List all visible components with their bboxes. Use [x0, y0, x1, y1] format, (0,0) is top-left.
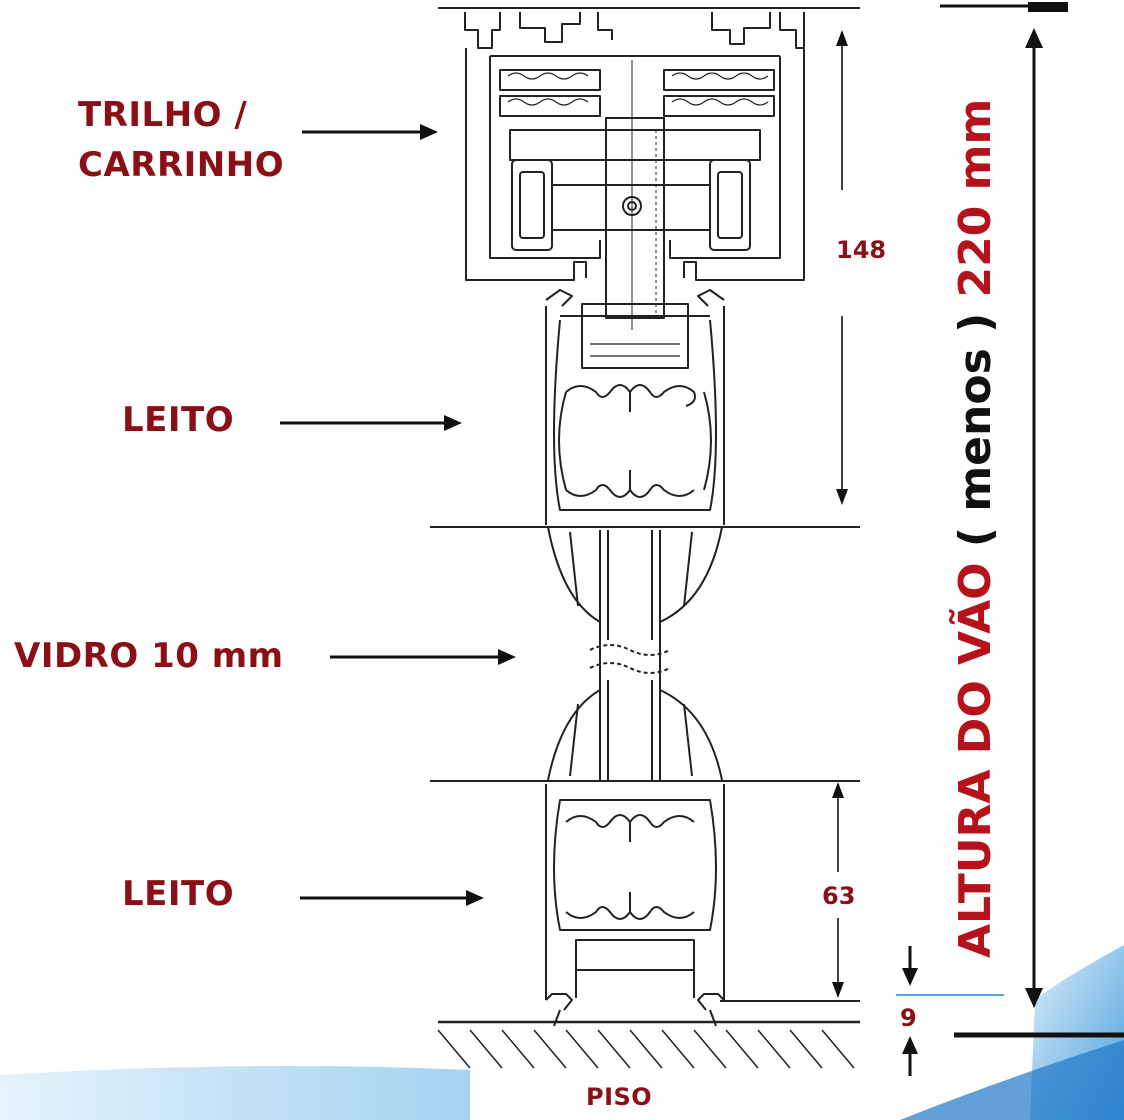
dimension-label-63: 63 — [822, 882, 856, 910]
dimension-label-9: 9 — [900, 1004, 917, 1032]
glass-panel — [430, 526, 860, 782]
arrowhead-vidro — [498, 649, 516, 665]
label-piso: PISO — [586, 1083, 653, 1111]
upper-rail-profile — [438, 7, 860, 281]
arrowhead-leito-top — [444, 415, 462, 431]
vertical-title-value: 220 mm — [950, 98, 1001, 298]
label-leito-top: LEITO — [122, 400, 235, 440]
label-trilho-line2: CARRINHO — [78, 145, 285, 185]
label-leito-bottom: LEITO — [122, 874, 235, 914]
floor-hatch — [437, 1020, 860, 1069]
vertical-title: ALTURA DO VÃO ( menos ) 220 mm — [950, 99, 1001, 958]
arrowhead-leito-bottom — [466, 890, 484, 906]
carriage — [499, 60, 775, 330]
label-trilho-line1: TRILHO / — [78, 95, 248, 135]
upper-bed-profile — [430, 289, 860, 528]
dimension-label-148: 148 — [836, 236, 887, 264]
dimension-9 — [896, 946, 1004, 1076]
dimension-63 — [832, 782, 844, 998]
lower-bed-profile — [545, 784, 860, 1027]
vertical-title-altura: ALTURA DO VÃO — [950, 562, 1001, 958]
arrowhead-trilho — [420, 124, 438, 140]
label-vidro: VIDRO 10 mm — [14, 636, 284, 676]
dimension-148 — [836, 30, 848, 505]
dimension-overall-height — [940, 2, 1124, 1038]
label-trilho-carrinho: TRILHO / CARRINHO — [78, 90, 284, 190]
vertical-title-menos: ( menos ) — [950, 297, 1001, 563]
